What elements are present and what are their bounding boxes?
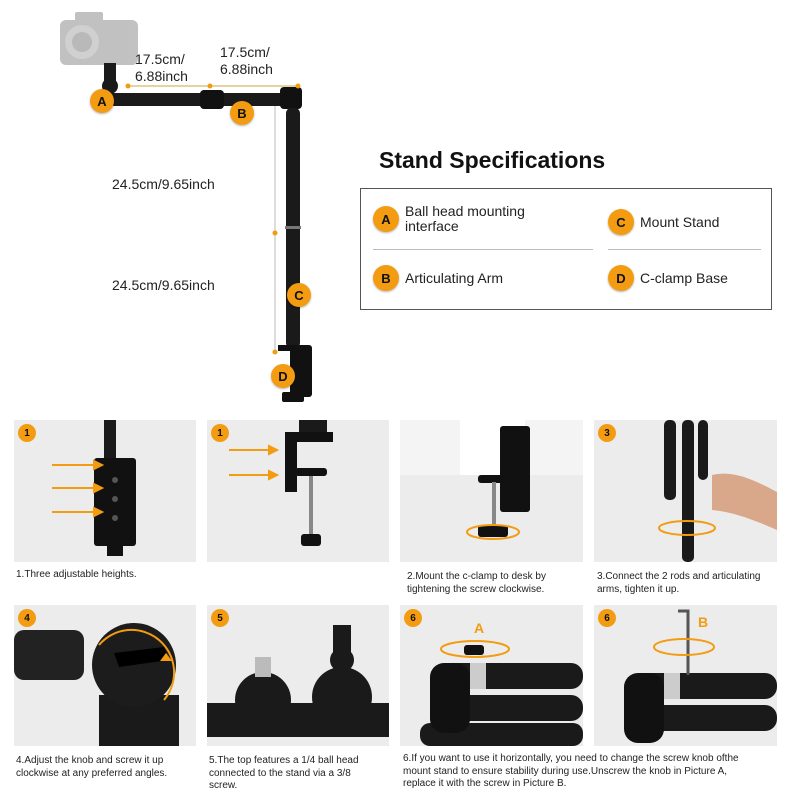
step-1a-image: 1 [14, 420, 196, 562]
callout-c-badge: C [287, 283, 311, 307]
step-1a-number: 1 [18, 424, 36, 442]
spec-item-b: B Articulating Arm [373, 265, 503, 291]
step-1b-number: 1 [211, 424, 229, 442]
picture-b-overlay-label: B [698, 614, 708, 630]
spec-item-d: D C-clamp Base [608, 265, 728, 291]
spec-item-c: C Mount Stand [608, 209, 719, 235]
callout-d-badge: D [271, 364, 295, 388]
specs-title: Stand Specifications [379, 147, 606, 173]
spec-label-d: C-clamp Base [640, 269, 728, 286]
callout-b-badge: B [230, 101, 254, 125]
step-6a-number: 6 [404, 609, 422, 627]
picture-a-overlay-label: A [474, 620, 484, 636]
spec-badge-c: C [608, 209, 634, 235]
step-5-image: 5 [207, 605, 389, 746]
step-1b-image: 1 [207, 420, 389, 562]
spec-label-b: Articulating Arm [405, 269, 504, 286]
step-6b-image: 6 B [594, 605, 777, 746]
spec-divider-right [608, 249, 761, 250]
step-5-number: 5 [211, 609, 229, 627]
step-2-image: 2 [400, 420, 583, 562]
step-6-caption: 6.If you want to use it horizontally, yo… [403, 753, 739, 789]
step-3-number: 3 [598, 424, 616, 442]
dimension-label-arm-right: 17.5cm/6.88inch [220, 44, 273, 77]
spec-badge-b: B [373, 265, 399, 291]
spec-badge-a: A [373, 206, 399, 232]
step-4-number: 4 [18, 609, 36, 627]
step-3-image: 3 [594, 420, 777, 562]
step-4-image: 4 [14, 605, 196, 746]
callout-a-badge: A [90, 89, 114, 113]
step-1-caption: 1.Three adjustable heights. [16, 569, 137, 580]
spec-label-c: Mount Stand [640, 213, 720, 230]
step-6b-number: 6 [598, 609, 616, 627]
dimension-label-lower-pole: 24.5cm/9.65inch [112, 277, 215, 293]
dimension-label-arm-left: 17.5cm/6.88inch [135, 51, 188, 84]
dimension-label-upper-pole: 24.5cm/9.65inch [112, 176, 215, 192]
step-6a-image: 6 A [400, 605, 583, 746]
spec-divider-left [373, 249, 593, 250]
spec-badge-d: D [608, 265, 634, 291]
product-diagram: 17.5cm/6.88inch 17.5cm/6.88inch 24.5cm/9… [0, 0, 360, 415]
